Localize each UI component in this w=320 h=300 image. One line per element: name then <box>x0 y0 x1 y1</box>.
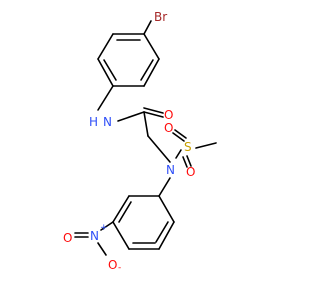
atom-sulfonyl-o-top: O <box>164 121 173 135</box>
nitrophenyl-ring <box>112 195 175 250</box>
atom-sulfonamide-n: N <box>166 163 175 177</box>
bond-c-no2 <box>100 221 114 231</box>
bond-c-br <box>143 20 152 35</box>
bond-n-ring <box>158 177 171 197</box>
bond-s-o1-a <box>174 129 187 139</box>
atom-nh-n: N <box>103 115 112 129</box>
bond-ch2-n <box>147 135 171 163</box>
bond-c-ch2 <box>143 111 149 137</box>
structure-diagram: Br N H O N S O O N + O O - <box>63 10 217 273</box>
bond-s-ch3 <box>195 142 217 149</box>
bond-nitro-o-bottom-real <box>97 242 107 256</box>
bond-s-o2-b <box>186 155 192 167</box>
atom-nitro-o-charge: - <box>118 263 121 273</box>
atom-nh-h: H <box>89 115 98 129</box>
bond-s-o1-b <box>172 132 185 142</box>
bromophenyl-ring <box>97 33 160 87</box>
bond-n-s <box>175 149 182 159</box>
bond-c-o-1 <box>143 111 164 118</box>
atom-nitro-n: N <box>90 229 99 243</box>
bond-c-nh <box>97 85 114 111</box>
atom-carbonyl-o: O <box>164 108 173 122</box>
bond-c-o-2 <box>143 107 164 114</box>
atom-nitro-n-charge: + <box>100 223 108 233</box>
atom-nitro-o-top: O <box>63 231 72 245</box>
atom-sulfonyl-o-bottom: O <box>186 165 195 179</box>
atom-s: S <box>184 140 192 154</box>
bond-s-o2-a <box>182 156 188 168</box>
atom-br: Br <box>154 10 167 24</box>
molecule-canvas: Br N H O N S O O N + O O - <box>63 10 217 273</box>
atom-nitro-o-bottom: O <box>108 258 117 272</box>
bond-nh-c <box>117 111 145 122</box>
